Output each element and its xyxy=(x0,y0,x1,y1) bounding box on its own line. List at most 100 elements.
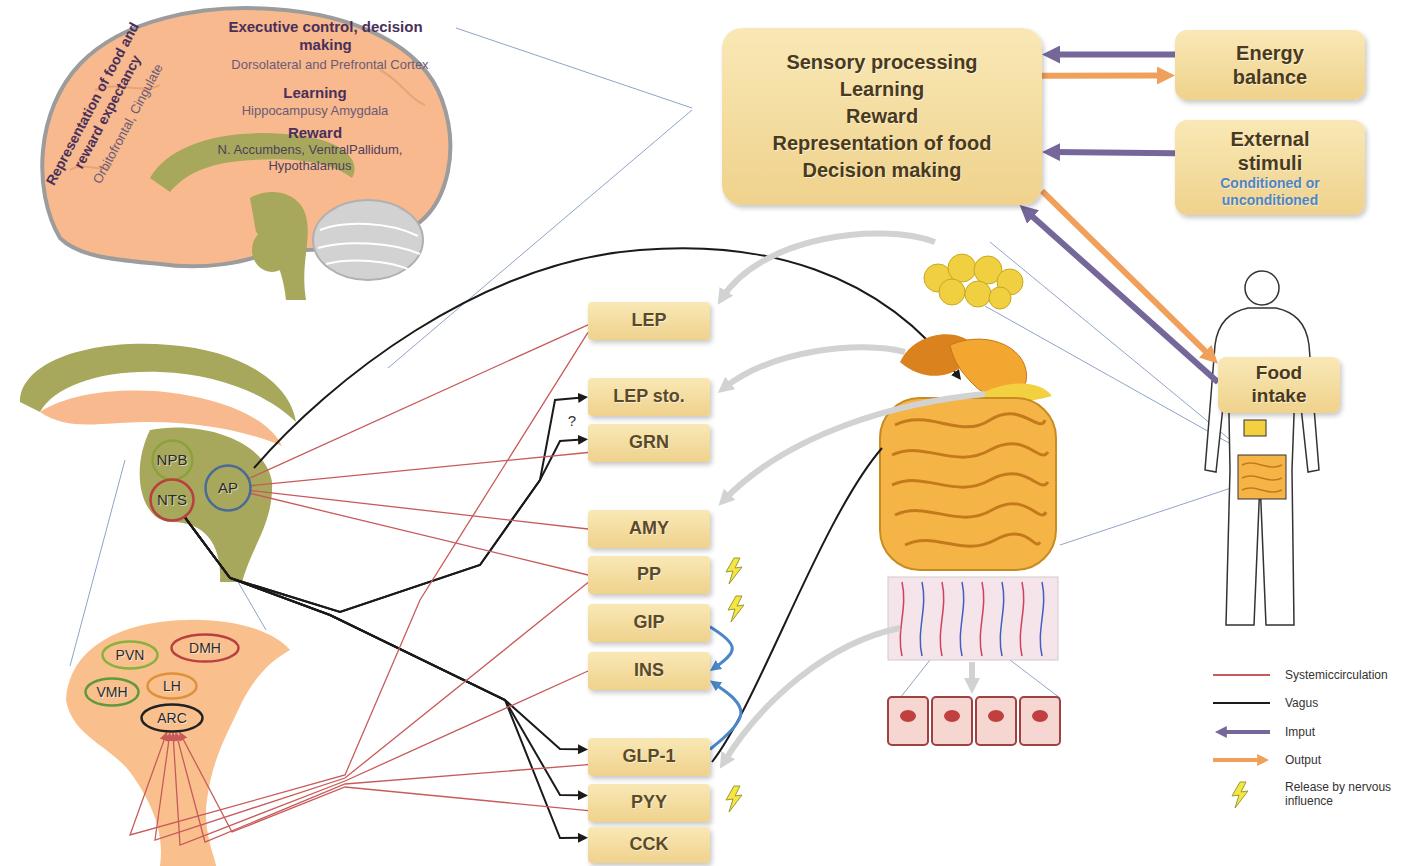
nucleus-outline xyxy=(142,705,203,732)
zoom-line xyxy=(1010,660,1060,698)
legend-sample xyxy=(1222,730,1270,734)
fat-cells xyxy=(924,254,1023,309)
legend-text: Output xyxy=(1285,753,1415,767)
nucleus-outline xyxy=(103,642,158,669)
process-summary-box: Sensory processingLearningRewardRepresen… xyxy=(722,28,1042,205)
nucleus-outline xyxy=(206,466,251,511)
human-figure xyxy=(1242,463,1282,492)
brain-function-label: Learning xyxy=(255,84,375,102)
brain-function-label: Executive control, decision making xyxy=(218,18,433,54)
digestive-organs xyxy=(892,414,1048,547)
node-text: VMH xyxy=(96,684,127,701)
input-arrow xyxy=(1028,212,1218,382)
zoom-line xyxy=(1060,480,1255,545)
circulation-connector xyxy=(249,325,588,479)
fat-cells xyxy=(948,254,976,282)
node-text: CCK xyxy=(630,834,669,856)
brainstem-illustration xyxy=(20,344,296,582)
stimulation-arrow xyxy=(710,627,732,667)
hormone-box: CCK xyxy=(588,827,710,863)
input-arrow xyxy=(1053,52,1175,58)
intestinal-villi xyxy=(980,582,983,656)
hormone-box: LEP xyxy=(588,302,710,340)
node-text: NPB xyxy=(157,451,188,469)
lightning-icon xyxy=(726,786,742,812)
vagus-nerve xyxy=(712,448,882,762)
legend-text: Vagus xyxy=(1285,696,1415,710)
vagus-connector xyxy=(185,517,582,749)
human-figure xyxy=(1238,455,1286,499)
node-text: PVN xyxy=(116,647,145,664)
input-arrow xyxy=(1053,152,1175,153)
brain-illustration xyxy=(318,224,420,270)
node-text: INS xyxy=(634,660,664,682)
node-text: LEP xyxy=(631,310,666,332)
hormone-box: GIP xyxy=(588,604,710,642)
nucleus-outline xyxy=(152,441,192,480)
legend-sample xyxy=(1213,674,1270,676)
zoom-line xyxy=(388,110,692,368)
vagus-nerve xyxy=(254,248,958,468)
hormone-box: GLP-1 xyxy=(588,738,710,776)
input-box: Energy balance xyxy=(1175,30,1365,100)
node-text: Learning xyxy=(840,76,924,103)
intestinal-villi xyxy=(1040,582,1043,656)
legend-sample xyxy=(1232,782,1248,808)
intestinal-villi xyxy=(888,577,1058,660)
output-box: Food intake xyxy=(1218,357,1340,413)
node-text: PYY xyxy=(631,792,667,814)
nucleus-circle: NTS xyxy=(149,478,195,522)
enteroendocrine-cells xyxy=(1020,697,1060,745)
brain-region-label: Dorsolateral and Prefrontal Cortex xyxy=(205,57,455,73)
nucleus-outline xyxy=(151,480,194,521)
digestive-organs xyxy=(880,334,1056,570)
human-figure xyxy=(1205,308,1319,625)
legend-text: Imput xyxy=(1285,725,1415,739)
fat-cells xyxy=(965,281,991,307)
secretion-arrow xyxy=(724,347,905,388)
human-figure xyxy=(1205,271,1319,625)
node-text: Representation of food xyxy=(773,130,992,157)
output-arrow xyxy=(1042,73,1164,79)
lightning-icon xyxy=(726,786,742,812)
brain-illustration xyxy=(252,228,292,272)
intestinal-villi xyxy=(1020,582,1023,656)
brain-illustration xyxy=(250,192,308,300)
intestinal-villi xyxy=(1000,582,1003,656)
hormone-box: AMY xyxy=(588,510,710,548)
nucleus-outline xyxy=(148,674,197,699)
intestinal-villi xyxy=(940,582,943,656)
input-box: External stimuliConditioned or unconditi… xyxy=(1175,120,1365,215)
node-text: Decision making xyxy=(803,157,962,184)
brainstem-illustration xyxy=(140,427,272,582)
nucleus-circle: NPB xyxy=(151,439,194,481)
zoom-line xyxy=(900,660,930,698)
node-text: Reward xyxy=(846,103,918,130)
enteroendocrine-cells xyxy=(976,697,1016,745)
hormone-box: INS xyxy=(588,652,710,690)
circulation-connector xyxy=(251,453,588,486)
brain-illustration xyxy=(313,200,423,280)
connectors xyxy=(130,55,1218,846)
circulation-connector xyxy=(155,583,588,840)
lightning-icon xyxy=(728,596,744,622)
circulation-connector xyxy=(182,736,588,832)
circulation-connector xyxy=(251,491,588,529)
node-text: Conditioned or unconditioned xyxy=(1190,175,1350,209)
node-text: Energy balance xyxy=(1210,41,1330,89)
nucleus-ellipse: ARC xyxy=(140,703,204,733)
lightning-icon xyxy=(726,558,742,584)
nucleus-ellipse: VMH xyxy=(84,677,140,707)
fat-cells xyxy=(939,279,965,305)
intestinal-villi xyxy=(920,582,923,656)
enteroendocrine-cells xyxy=(988,710,1004,722)
legend-sample xyxy=(1213,758,1262,762)
output-arrow xyxy=(1042,191,1210,356)
node-text: GRN xyxy=(629,432,669,454)
lightning-icon xyxy=(728,596,744,622)
legend-text: Release by nervous influence xyxy=(1285,780,1405,809)
node-text: DMH xyxy=(189,640,221,657)
intestinal-villi xyxy=(960,582,963,656)
node-text: NTS xyxy=(157,491,187,509)
